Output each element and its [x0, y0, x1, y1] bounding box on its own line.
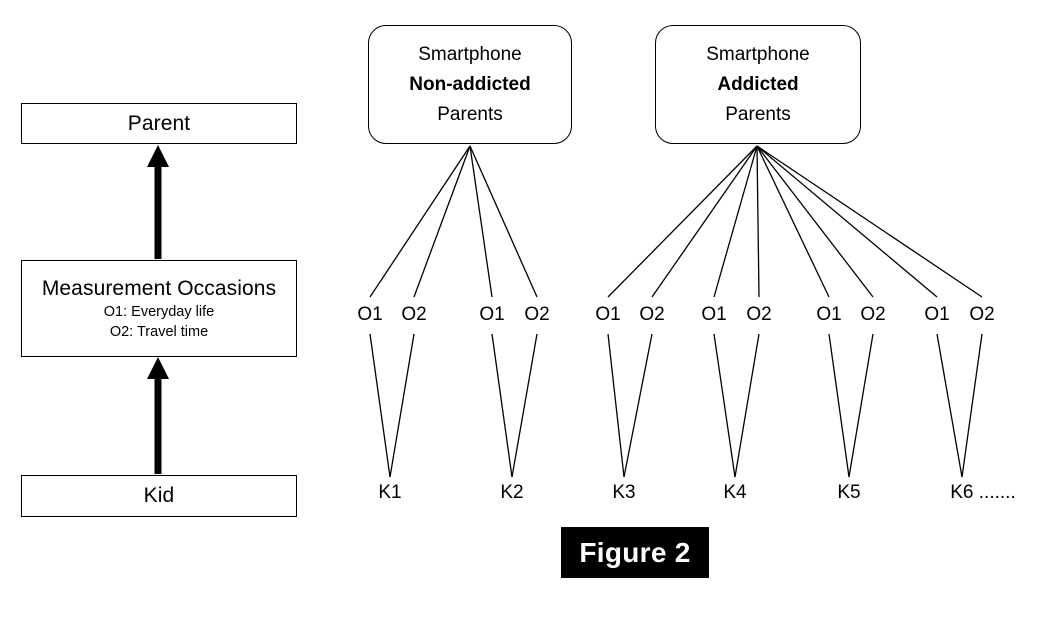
kid-box: Kid [21, 475, 297, 517]
occasion-label-7: O1 [701, 304, 727, 325]
figure-caption-text: Figure 2 [579, 536, 691, 568]
kid-label-5: K5 [837, 482, 861, 503]
group-non-addicted-line-3: Parents [437, 103, 503, 125]
kid-label-4: K4 [723, 482, 747, 503]
group-box-non-addicted: Smartphone Non-addicted Parents [368, 25, 572, 144]
connectors-group-addicted [607, 145, 983, 298]
kid-label-2: K2 [500, 482, 524, 503]
occasion-label-8: O2 [746, 304, 772, 325]
kid-label-1: K1 [378, 482, 402, 503]
measurement-occasions-line-2: O2: Travel time [109, 323, 209, 340]
connectors-group-non-addicted [369, 145, 538, 298]
group-box-addicted: Smartphone Addicted Parents [655, 25, 861, 144]
occasion-label-3: O1 [479, 304, 505, 325]
group-addicted-line-2: Addicted [717, 73, 799, 95]
occasion-label-2: O2 [401, 304, 427, 325]
kid-box-label: Kid [143, 484, 175, 507]
kid-label-3: K3 [612, 482, 636, 503]
occasion-label-12: O2 [969, 304, 995, 325]
figure-caption: Figure 2 [561, 527, 709, 578]
parent-box-label: Parent [127, 111, 191, 135]
occasion-label-11: O1 [924, 304, 950, 325]
occasion-label-4: O2 [524, 304, 550, 325]
arrow-kid-to-measurement [147, 357, 169, 474]
group-addicted-line-3: Parents [725, 103, 791, 125]
measurement-occasions-line-1: O1: Everyday life [103, 303, 215, 320]
measurement-occasions-box: Measurement Occasions O1: Everyday life … [21, 260, 297, 357]
occasion-label-10: O2 [860, 304, 886, 325]
arrow-measurement-to-parent [147, 145, 169, 259]
occasion-label-5: O1 [595, 304, 621, 325]
group-non-addicted-line-2: Non-addicted [409, 73, 531, 95]
group-addicted-line-1: Smartphone [706, 43, 810, 65]
parent-box: Parent [21, 103, 297, 144]
occasion-label-1: O1 [357, 304, 383, 325]
group-non-addicted-line-1: Smartphone [418, 43, 522, 65]
occasion-label-9: O1 [816, 304, 842, 325]
occasion-label-6: O2 [639, 304, 665, 325]
connectors-occasions-to-kids [369, 333, 983, 478]
measurement-occasions-title: Measurement Occasions [41, 276, 277, 300]
kid-label-6: K6 ....... [950, 482, 1016, 503]
